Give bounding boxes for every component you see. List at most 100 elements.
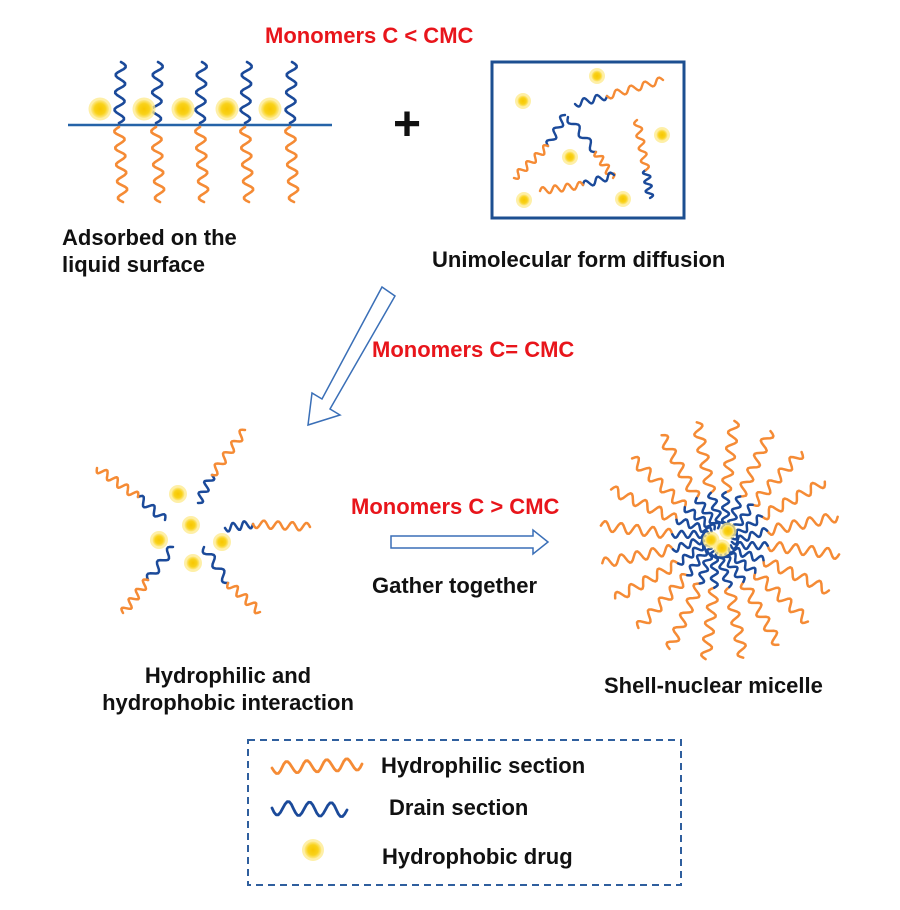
micelle-hydrophilic-chain <box>635 573 689 630</box>
micelle-hydrophilic-chain <box>630 455 687 509</box>
gather-caption: Gather together <box>372 573 538 598</box>
surface-caption-line2: liquid surface <box>62 252 206 277</box>
hydrophilic-chain <box>512 144 550 180</box>
hydrophilic-chain <box>633 118 650 172</box>
drain-chain <box>223 520 255 533</box>
surface-hydrophilic-chain <box>194 125 210 204</box>
micelle-hydrophilic-chain <box>721 419 740 494</box>
surface-caption-line1: Adsorbed on the <box>62 225 237 250</box>
shell-nuclear-micelle-figure <box>599 419 841 661</box>
legend-box <box>247 739 682 886</box>
surface-drain-chain <box>284 60 298 125</box>
monomer-interaction-cluster <box>95 428 312 615</box>
hydrophilic-wave-icon <box>270 757 364 775</box>
hydrophilic-chain <box>120 578 150 615</box>
surface-drain-chain <box>239 60 253 125</box>
drain-chain <box>145 545 175 582</box>
micelle-hydrophilic-chain <box>751 450 805 507</box>
free-drug-dot <box>591 70 603 82</box>
drain-chain <box>641 168 655 200</box>
micelle-caption: Shell-nuclear micelle <box>604 673 823 698</box>
micelle-hydrophilic-chain <box>766 541 841 560</box>
hydrophilic-chain <box>538 180 585 195</box>
micelle-hydrophilic-chain <box>739 580 780 647</box>
micelle-drain-chain <box>671 534 710 553</box>
micelle-hydrophilic-chain <box>765 513 839 537</box>
micelle-hydrophilic-chain <box>613 559 680 600</box>
hydrophilic-chain <box>226 581 262 615</box>
surface-hydrophilic-chain <box>113 125 129 204</box>
micelle-hydrophilic-chain <box>693 421 717 495</box>
drain-chain <box>573 93 609 108</box>
micelle-hydrophilic-chain <box>601 543 675 567</box>
micelle-hydrophilic-chain <box>599 520 674 539</box>
micelle-hydrophilic-chain <box>762 558 831 595</box>
surface-drug-dot <box>218 100 236 118</box>
micelle-drain-chain <box>714 550 733 589</box>
micelle-hydrophilic-chain <box>753 571 810 625</box>
drug-dot-icon <box>304 841 322 859</box>
micelle-drain-chain <box>709 549 720 589</box>
gather-arrow-right <box>390 528 550 556</box>
free-drug-dot <box>517 95 529 107</box>
surface-hydrophilic-chain <box>150 125 166 204</box>
surface-drug-dot <box>261 100 279 118</box>
drain-chain <box>196 473 216 505</box>
drain-wave-icon <box>270 800 349 818</box>
hydrophilic-chain <box>251 519 312 532</box>
drain-chain <box>136 494 167 522</box>
micelle-drain-chain <box>730 514 764 541</box>
surface-drug-dot <box>174 100 192 118</box>
micelle-hydrophilic-chain <box>738 429 775 498</box>
micelle-drug-dot <box>722 525 734 537</box>
micelle-drain-chain <box>723 549 757 574</box>
surface-drain-chain <box>113 60 127 125</box>
hydrophilic-chain <box>605 76 665 100</box>
micelle-hydrophilic-chain <box>723 585 747 659</box>
legend-label-drug: Hydrophobic drug <box>382 844 573 869</box>
micelle-hydrophilic-chain <box>665 582 702 651</box>
micelle-drain-chain <box>675 518 713 534</box>
transition-arrow-down <box>307 285 396 427</box>
legend-label-drain: Drain section <box>389 795 529 820</box>
micelle-drain-chain <box>727 546 765 562</box>
free-monomers <box>512 68 670 208</box>
micelle-hydrophilic-chain <box>609 485 678 522</box>
free-drug-dot <box>617 193 629 205</box>
micelle-drain-chain <box>729 540 769 551</box>
stage3-condition-label: Monomers C > CMC <box>351 494 560 519</box>
unimolecular-caption: Unimolecular form diffusion <box>432 247 726 272</box>
surface-drain-chain <box>194 60 208 125</box>
micelle-drain-chain <box>707 491 726 530</box>
unimolecular-diffusion-box <box>490 60 686 220</box>
micelle-drain-chain <box>730 527 769 546</box>
micelle-hydrophilic-chain <box>660 433 701 500</box>
surface-hydrophilic-chain <box>239 125 255 204</box>
micelle-drain-chain <box>694 496 721 530</box>
surface-drug-dot <box>135 100 153 118</box>
free-drug-dot <box>518 194 530 206</box>
legend-label-hydrophilic: Hydrophilic section <box>381 753 586 778</box>
interaction-drug-dot <box>186 556 200 570</box>
free-drug-dot <box>656 129 668 141</box>
micelle-drug-dot <box>705 534 717 546</box>
drain-chain <box>201 545 230 585</box>
surface-drug-dot <box>91 100 109 118</box>
micelle-hydrophilic-chain <box>700 586 719 661</box>
drain-chain <box>566 115 598 154</box>
micelle-drug-dot <box>716 542 728 554</box>
drain-chain <box>545 113 567 148</box>
legend-symbols <box>270 757 364 861</box>
interaction-caption-line2: hydrophobic interaction <box>102 690 354 715</box>
interaction-caption-line1: Hydrophilic and <box>144 663 312 688</box>
interaction-drug-dot <box>171 487 185 501</box>
surface-caption: Adsorbed on the liquid surface <box>62 224 316 278</box>
micelle-hydrophilic-chain <box>760 480 827 521</box>
hydrophilic-chain <box>210 428 247 477</box>
interaction-drug-dot <box>152 533 166 547</box>
free-drug-dot <box>564 151 576 163</box>
micelle-drain-chain <box>671 529 711 540</box>
hydrophilic-chain <box>95 466 140 499</box>
